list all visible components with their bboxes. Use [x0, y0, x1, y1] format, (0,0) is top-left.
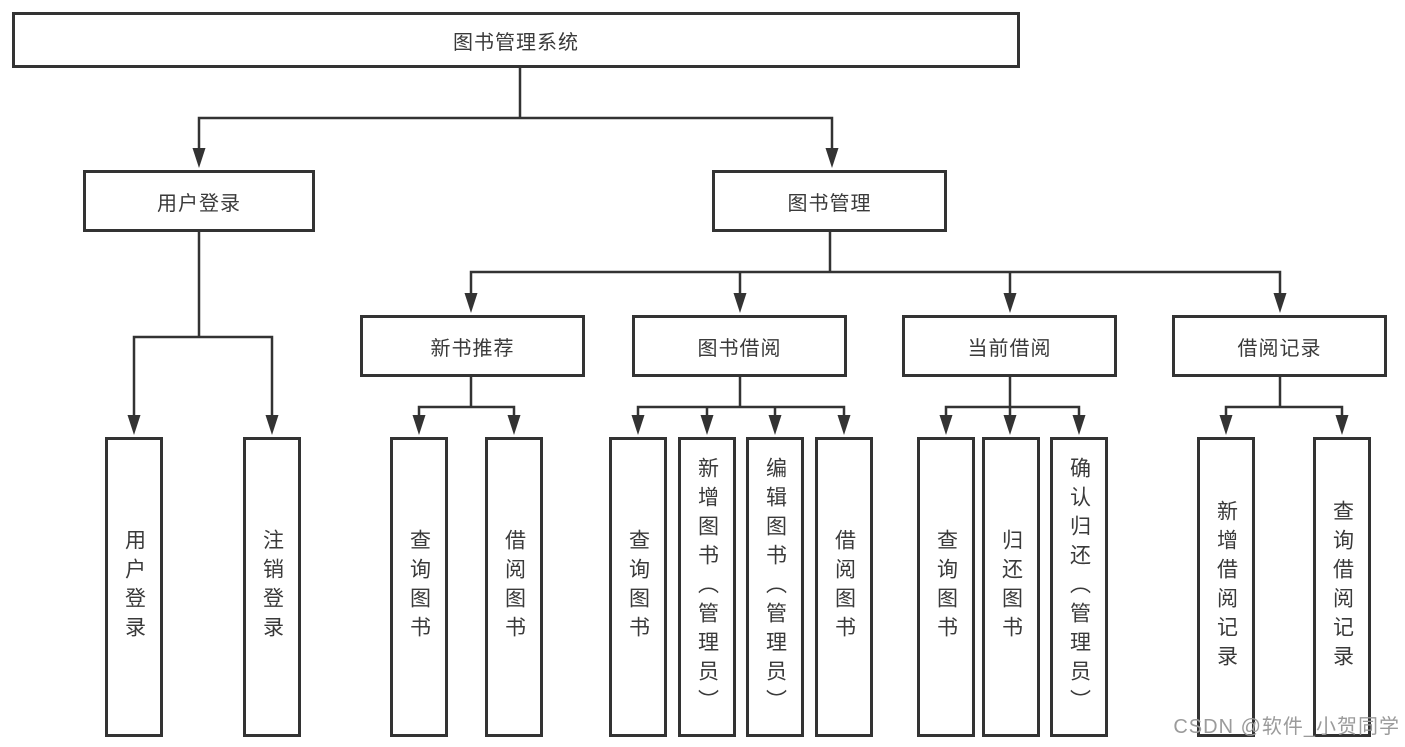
node-label: 查询图书	[407, 529, 431, 645]
arrow-icon	[837, 415, 851, 435]
node-label: 新增借阅记录	[1214, 500, 1238, 674]
node-label: 注销登录	[260, 529, 284, 645]
node-label: 借阅记录	[1237, 337, 1322, 360]
node-user-login: 用户登录	[83, 170, 315, 232]
node-label: 图书管理	[787, 192, 872, 215]
leaf-search-books-borrow: 查询图书	[609, 437, 667, 737]
leaf-user-login: 用户登录	[105, 437, 163, 737]
node-label: 确认归还（管理员）	[1067, 456, 1091, 718]
arrow-icon	[192, 148, 206, 168]
arrow-icon	[265, 415, 279, 435]
arrow-icon	[1273, 293, 1287, 313]
leaf-confirm-return-admin: 确认归还（管理员）	[1050, 437, 1108, 737]
node-library-management-system: 图书管理系统	[12, 12, 1020, 68]
arrow-icon	[700, 415, 714, 435]
node-label: 当前借阅	[967, 337, 1052, 360]
node-label: 查询图书	[626, 529, 650, 645]
arrow-icon	[631, 415, 645, 435]
node-label: 查询图书	[934, 529, 958, 645]
node-book-management: 图书管理	[712, 170, 947, 232]
tree-edges	[132, 68, 1344, 415]
leaf-borrow-books-recommend: 借阅图书	[485, 437, 543, 737]
arrow-icon	[733, 293, 747, 313]
node-label: 借阅图书	[502, 529, 526, 645]
edge-new-book-recommendation	[417, 377, 516, 415]
arrow-icon	[1072, 415, 1086, 435]
node-label: 用户登录	[122, 529, 146, 645]
edge-user-login	[132, 232, 274, 415]
node-new-book-recommendation: 新书推荐	[360, 315, 585, 377]
arrow-icon	[127, 415, 141, 435]
node-label: 新书推荐	[430, 337, 515, 360]
edge-borrowing-records	[1224, 377, 1344, 415]
node-label: 图书管理系统	[453, 31, 579, 54]
arrow-icon	[1219, 415, 1233, 435]
leaf-return-books: 归还图书	[982, 437, 1040, 737]
node-label: 查询借阅记录	[1330, 500, 1354, 674]
arrow-icon	[412, 415, 426, 435]
csdn-watermark: CSDN @软件_小贺同学	[1173, 716, 1400, 738]
node-label: 图书借阅	[697, 337, 782, 360]
node-current-borrowing: 当前借阅	[902, 315, 1117, 377]
arrow-icon	[768, 415, 782, 435]
node-borrowing-records: 借阅记录	[1172, 315, 1387, 377]
arrow-icon	[507, 415, 521, 435]
arrow-icon	[1003, 415, 1017, 435]
leaf-logout: 注销登录	[243, 437, 301, 737]
leaf-add-book-admin: 新增图书（管理员）	[678, 437, 736, 737]
leaf-add-borrow-record: 新增借阅记录	[1197, 437, 1255, 737]
arrow-icon	[825, 148, 839, 168]
arrow-icon	[464, 293, 478, 313]
node-book-borrowing: 图书借阅	[632, 315, 847, 377]
arrow-icon	[1335, 415, 1349, 435]
leaf-edit-book-admin: 编辑图书（管理员）	[746, 437, 804, 737]
node-label: 新增图书（管理员）	[695, 456, 719, 718]
arrow-icon	[939, 415, 953, 435]
node-label: 借阅图书	[832, 529, 856, 645]
leaf-search-books-recommend: 查询图书	[390, 437, 448, 737]
leaf-search-books-current: 查询图书	[917, 437, 975, 737]
node-label: 编辑图书（管理员）	[763, 456, 787, 718]
edge-current-borrowing	[944, 377, 1081, 415]
leaf-search-borrow-record: 查询借阅记录	[1313, 437, 1371, 737]
arrowheads	[127, 148, 1349, 435]
edge-root	[197, 68, 834, 148]
arrow-icon	[1003, 293, 1017, 313]
node-label: 用户登录	[157, 192, 241, 215]
leaf-borrow-books: 借阅图书	[815, 437, 873, 737]
edge-book-management	[469, 232, 1282, 293]
edge-book-borrowing	[636, 377, 846, 415]
node-label: 归还图书	[999, 529, 1023, 645]
